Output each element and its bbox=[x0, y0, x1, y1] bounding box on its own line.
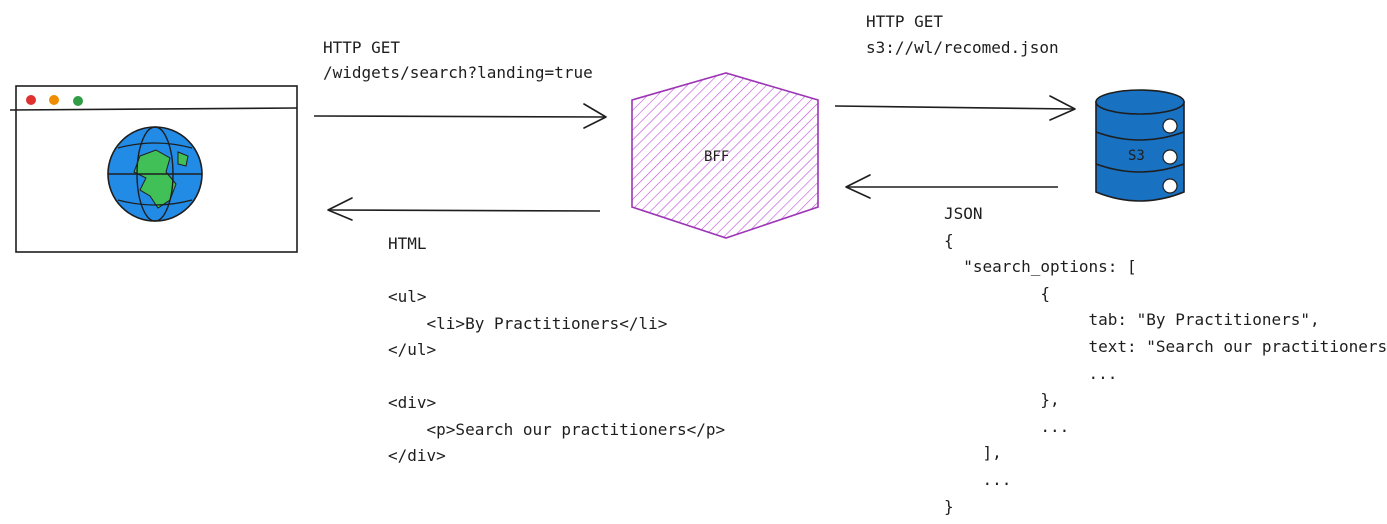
request-method-label: HTTP GET bbox=[323, 38, 401, 57]
arrow-response-to-browser bbox=[327, 197, 601, 221]
json-code-line: } bbox=[944, 496, 954, 516]
arrow-response-to-bff bbox=[845, 174, 1058, 199]
bff-label: BFF bbox=[704, 149, 730, 165]
json-response-block: JSON { "search_options: [ { tab: "By Prac… bbox=[944, 204, 1387, 520]
s3-database-icon bbox=[1095, 89, 1185, 202]
html-code-line: <ul> bbox=[388, 287, 427, 306]
html-code-line: HTML bbox=[388, 234, 427, 253]
s3-request-path-label: s3://wl/recomed.json bbox=[866, 38, 1059, 57]
json-code-line: ], bbox=[944, 443, 1002, 463]
html-code-line: <div> bbox=[388, 393, 437, 412]
browser-titlebar-divider bbox=[9, 107, 298, 111]
arrow-request-to-s3 bbox=[834, 95, 1076, 121]
browser-frame bbox=[15, 85, 298, 253]
json-code-line: { bbox=[944, 283, 1050, 303]
html-code-line: </ul> bbox=[388, 340, 437, 359]
browser-close-dot bbox=[26, 95, 36, 105]
html-response-block: HTML <ul> <li>By Practitioners</li> </ul> <… bbox=[388, 234, 808, 465]
json-code-line: }, bbox=[944, 390, 1060, 410]
json-code-line: { bbox=[944, 230, 954, 250]
browser-window bbox=[9, 85, 298, 253]
html-code-line: <p>Search our practitioners</p> bbox=[388, 419, 726, 439]
json-code-line: tab: "By Practitioners", bbox=[944, 310, 1320, 330]
s3-request-method-label: HTTP GET bbox=[866, 12, 944, 31]
arrow-request-to-bff bbox=[313, 103, 607, 129]
json-code-line: ... bbox=[944, 363, 1118, 383]
html-code-line: </div> bbox=[388, 446, 446, 465]
html-code-line: <li>By Practitioners</li> bbox=[388, 313, 668, 333]
json-code-line: "search_options: [ bbox=[944, 257, 1137, 277]
json-code-line: ... bbox=[944, 416, 1070, 436]
s3-label: S3 bbox=[1128, 148, 1145, 164]
json-code-line: ... bbox=[944, 470, 1012, 489]
json-code-line: text: "Search our practitioners" bbox=[944, 337, 1387, 356]
request-path-label: /widgets/search?landing=true bbox=[323, 63, 593, 82]
globe-icon bbox=[107, 126, 203, 222]
json-code-line: JSON bbox=[944, 204, 983, 223]
bff-node bbox=[631, 72, 819, 239]
browser-minimize-dot bbox=[49, 95, 59, 105]
browser-maximize-dot bbox=[73, 96, 83, 106]
